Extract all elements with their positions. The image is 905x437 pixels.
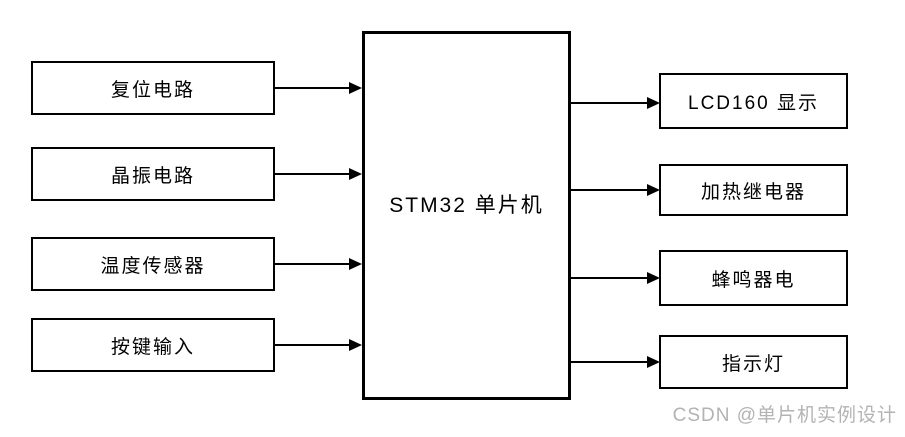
input-block-label: 晶振电路: [110, 165, 195, 187]
arrow-mcu-to-buzzer: [571, 272, 660, 284]
arrow-mcu-to-indicator: [571, 356, 660, 368]
arrowhead-right-icon: [647, 272, 660, 284]
arrow-line: [275, 87, 352, 89]
arrowhead-right-icon: [349, 339, 362, 351]
arrow-line: [571, 277, 650, 279]
arrowhead-right-icon: [647, 184, 660, 196]
input-block-temperature-sensor: 温度传感器: [31, 237, 275, 291]
output-block-label: 蜂鸣器电: [711, 269, 796, 291]
arrow-line: [571, 361, 650, 363]
arrow-mcu-to-relay: [571, 184, 660, 196]
arrow-line: [571, 189, 650, 191]
input-block-label: 按键输入: [110, 336, 195, 358]
input-block-label: 温度传感器: [100, 255, 206, 277]
arrowhead-right-icon: [647, 356, 660, 368]
arrowhead-right-icon: [647, 97, 660, 109]
arrow-sensor-to-mcu: [275, 258, 362, 270]
arrow-line: [275, 263, 352, 265]
arrow-reset-to-mcu: [275, 82, 362, 94]
input-block-label: 复位电路: [110, 79, 195, 101]
input-block-crystal-circuit: 晶振电路: [31, 147, 275, 201]
arrow-line: [571, 102, 650, 104]
output-block-indicator-light: 指示灯: [659, 335, 848, 389]
output-block-label: 加热继电器: [700, 181, 806, 203]
arrowhead-right-icon: [349, 258, 362, 270]
arrow-line: [275, 344, 352, 346]
output-block-heating-relay: 加热继电器: [659, 164, 848, 216]
output-block-lcd-display: LCD160 显示: [659, 73, 848, 129]
arrow-crystal-to-mcu: [275, 168, 362, 180]
arrow-mcu-to-lcd: [571, 97, 660, 109]
input-block-reset-circuit: 复位电路: [31, 61, 275, 115]
arrowhead-right-icon: [349, 168, 362, 180]
output-block-label: LCD160 显示: [688, 92, 819, 114]
output-block-buzzer: 蜂鸣器电: [659, 250, 848, 306]
arrow-line: [275, 173, 352, 175]
input-block-key-input: 按键输入: [31, 318, 275, 372]
mcu-block-stm32: STM32 单片机: [362, 31, 571, 400]
arrowhead-right-icon: [349, 82, 362, 94]
output-block-label: 指示灯: [721, 353, 785, 375]
csdn-watermark: CSDN @单片机实例设计: [672, 405, 897, 426]
arrow-keys-to-mcu: [275, 339, 362, 351]
mcu-block-label: STM32 单片机: [389, 193, 544, 217]
